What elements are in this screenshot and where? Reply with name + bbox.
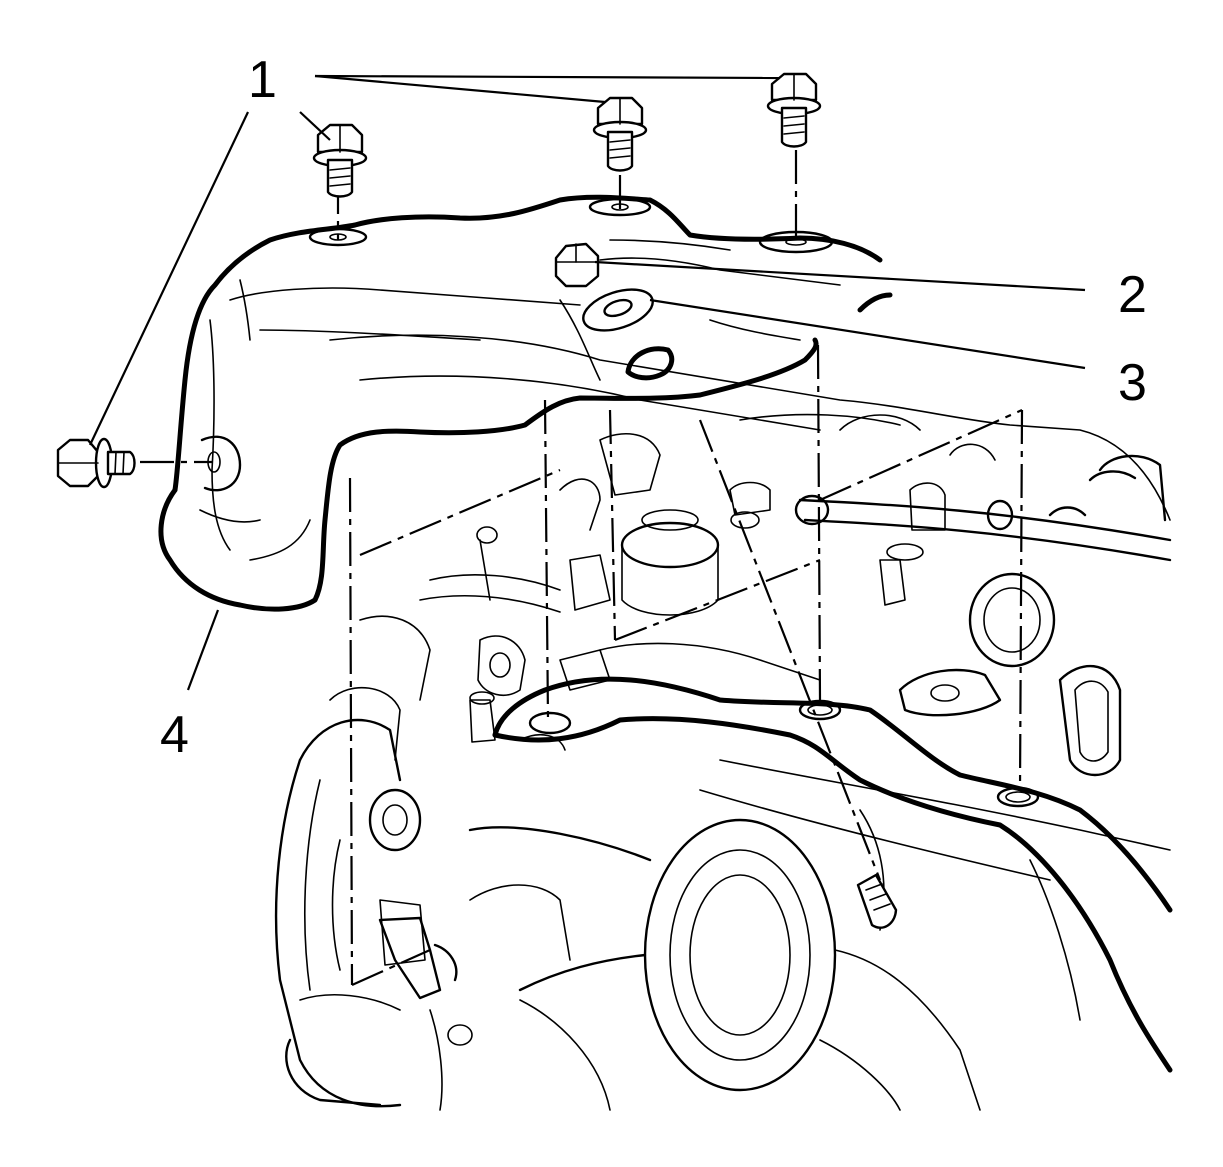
- callout-1-label: 1: [248, 51, 277, 109]
- callout-4-label: 4: [160, 706, 189, 764]
- washer: [582, 288, 654, 332]
- bolt-side: [56, 437, 136, 489]
- stud-lower: [856, 873, 898, 929]
- bolt-top-center: [592, 96, 648, 172]
- upper-heat-shield: [158, 194, 893, 612]
- callout-2-label: 2: [1118, 266, 1147, 324]
- bolt-top-right: [766, 72, 822, 148]
- bolt-top-left: [312, 123, 368, 198]
- callout-3-label: 3: [1118, 354, 1147, 412]
- leader-lines: [89, 74, 1086, 691]
- exhaust-manifold-flange: [492, 676, 1173, 1073]
- callouts: 1 2 3 4: [160, 51, 1147, 764]
- nut: [554, 242, 600, 288]
